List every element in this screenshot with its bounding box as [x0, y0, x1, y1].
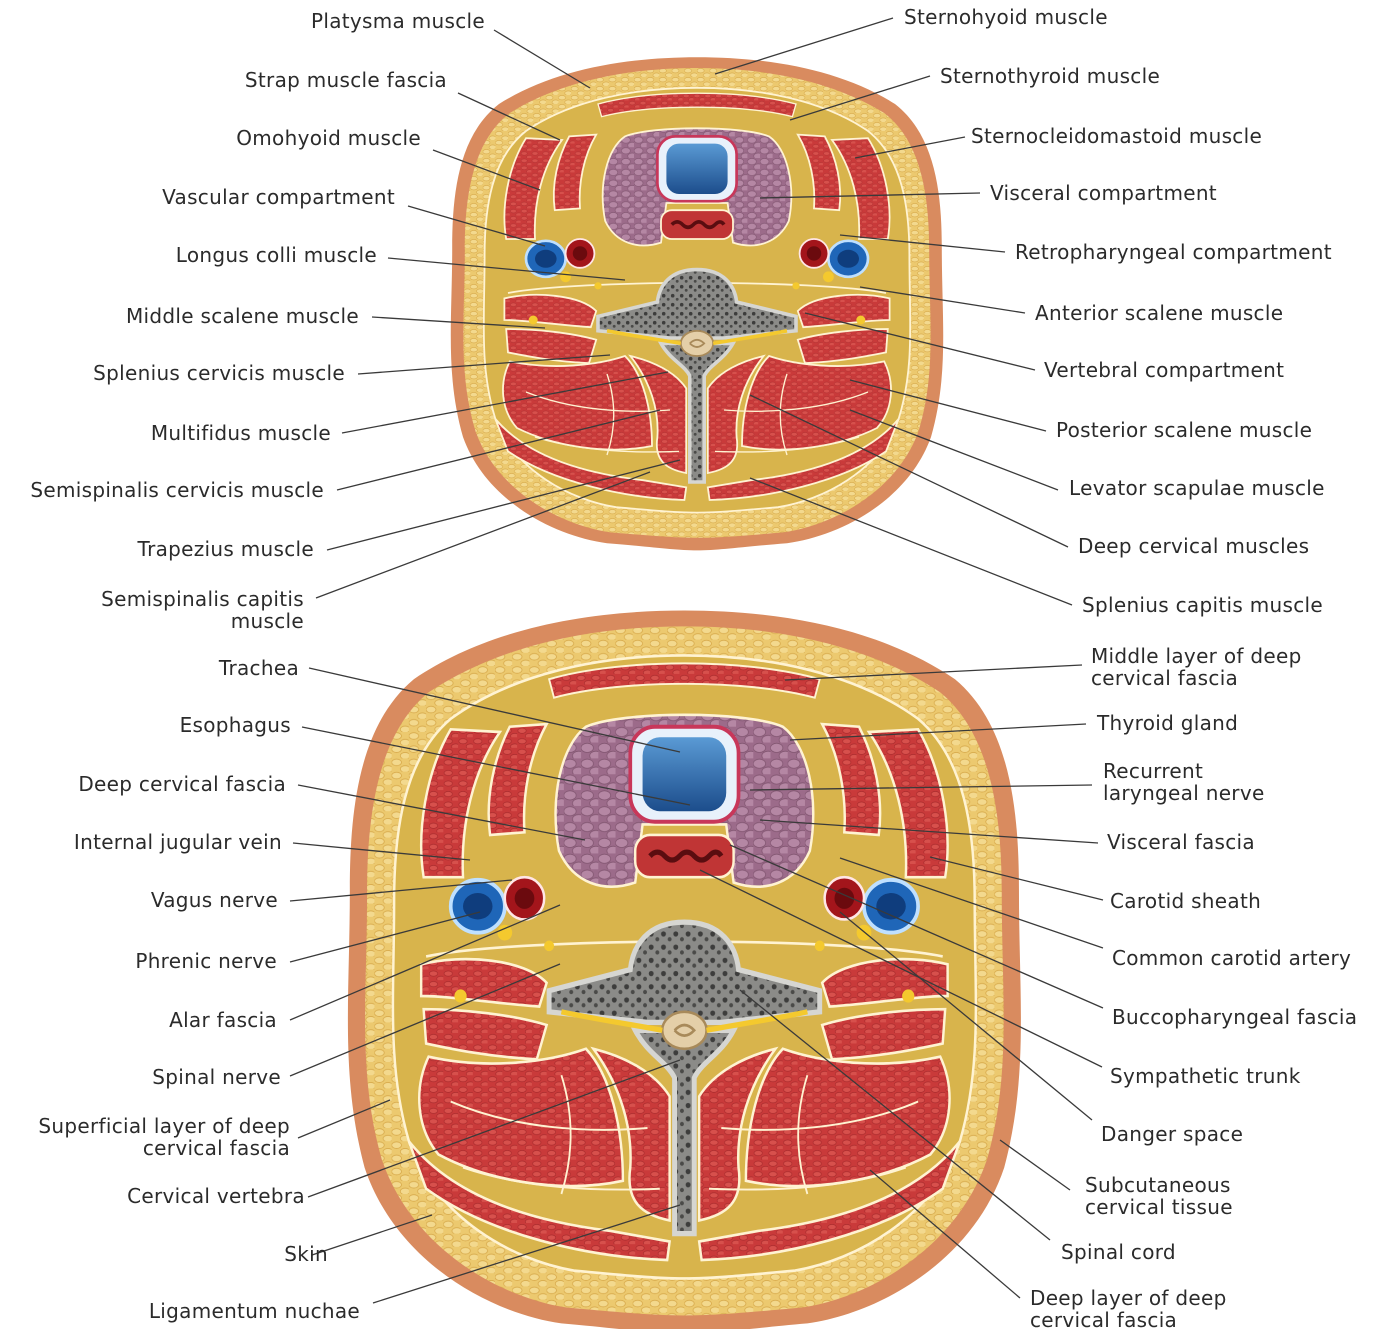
label-sternothyroid: Sternothyroid muscle: [940, 65, 1160, 87]
label-subcutaneous-line1: Subcutaneous: [1085, 1174, 1233, 1196]
label-vascular-compartment: Vascular compartment: [162, 186, 395, 208]
label-recurrent-laryngeal: Recurrent laryngeal nerve: [1103, 760, 1265, 804]
label-trachea: Trachea: [219, 657, 299, 679]
label-semispinalis-capitis: Semispinalis capitis muscle: [101, 588, 304, 632]
label-spinal-nerve: Spinal nerve: [152, 1066, 281, 1088]
label-vagus: Vagus nerve: [151, 889, 278, 911]
label-carotid-sheath: Carotid sheath: [1110, 890, 1261, 912]
label-superficial-layer-line2: cervical fascia: [38, 1137, 290, 1159]
label-superficial-layer-line1: Superficial layer of deep: [38, 1115, 290, 1137]
label-vertebral-compartment: Vertebral compartment: [1044, 359, 1284, 381]
label-multifidus: Multifidus muscle: [151, 422, 331, 444]
label-subcutaneous: Subcutaneous cervical tissue: [1085, 1174, 1233, 1218]
label-buccopharyngeal: Buccopharyngeal fascia: [1112, 1006, 1357, 1028]
label-recurrent-laryngeal-line1: Recurrent: [1103, 760, 1265, 782]
leader-line: [494, 30, 590, 88]
label-retropharyngeal: Retropharyngeal compartment: [1015, 241, 1332, 263]
label-middle-layer: Middle layer of deep cervical fascia: [1091, 645, 1302, 689]
label-superficial-layer: Superficial layer of deep cervical fasci…: [38, 1115, 290, 1159]
label-internal-jugular: Internal jugular vein: [74, 831, 282, 853]
label-alar-fascia: Alar fascia: [169, 1009, 277, 1031]
label-semispinalis-cervicis: Semispinalis cervicis muscle: [30, 479, 324, 501]
label-posterior-scalene: Posterior scalene muscle: [1056, 419, 1312, 441]
label-middle-scalene: Middle scalene muscle: [126, 305, 359, 327]
label-levator-scapulae: Levator scapulae muscle: [1069, 477, 1325, 499]
label-sternocleidomastoid: Sternocleidomastoid muscle: [971, 125, 1262, 147]
label-middle-layer-line1: Middle layer of deep: [1091, 645, 1302, 667]
label-anterior-scalene: Anterior scalene muscle: [1035, 302, 1283, 324]
label-semispinalis-capitis-line1: Semispinalis capitis: [101, 588, 304, 610]
label-omohyoid: Omohyoid muscle: [236, 127, 421, 149]
label-strap-fascia: Strap muscle fascia: [245, 69, 447, 91]
label-sympathetic-trunk: Sympathetic trunk: [1110, 1065, 1301, 1087]
label-cervical-vertebra: Cervical vertebra: [127, 1185, 305, 1207]
label-esophagus: Esophagus: [180, 714, 291, 736]
label-deep-layer-line2: cervical fascia: [1030, 1309, 1227, 1331]
label-splenius-cervicis: Splenius cervicis muscle: [93, 362, 345, 384]
label-visceral-compartment: Visceral compartment: [990, 182, 1217, 204]
label-sternohyoid: Sternohyoid muscle: [904, 6, 1108, 28]
label-common-carotid: Common carotid artery: [1112, 947, 1351, 969]
label-spinal-cord: Spinal cord: [1061, 1241, 1176, 1263]
upper-cross-section: [451, 57, 943, 550]
label-longus-colli: Longus colli muscle: [176, 244, 377, 266]
leader-line: [750, 478, 1072, 605]
label-skin: Skin: [284, 1243, 328, 1265]
label-deep-cervical-muscles: Deep cervical muscles: [1078, 535, 1309, 557]
label-visceral-fascia: Visceral fascia: [1107, 831, 1255, 853]
label-deep-layer: Deep layer of deep cervical fascia: [1030, 1287, 1227, 1331]
leader-line: [1000, 1140, 1070, 1190]
leader-line: [715, 18, 893, 74]
label-semispinalis-capitis-line2: muscle: [101, 610, 304, 632]
label-deep-layer-line1: Deep layer of deep: [1030, 1287, 1227, 1309]
label-thyroid: Thyroid gland: [1097, 712, 1238, 734]
label-deep-cervical-fascia: Deep cervical fascia: [78, 773, 286, 795]
label-platysma: Platysma muscle: [311, 10, 485, 32]
label-middle-layer-line2: cervical fascia: [1091, 667, 1302, 689]
lower-cross-section: [348, 611, 1021, 1329]
label-danger-space: Danger space: [1101, 1123, 1243, 1145]
label-ligamentum-nuchae: Ligamentum nuchae: [149, 1300, 360, 1322]
label-splenius-capitis: Splenius capitis muscle: [1082, 594, 1323, 616]
label-subcutaneous-line2: cervical tissue: [1085, 1196, 1233, 1218]
label-trapezius: Trapezius muscle: [138, 538, 315, 560]
label-phrenic: Phrenic nerve: [135, 950, 277, 972]
label-recurrent-laryngeal-line2: laryngeal nerve: [1103, 782, 1265, 804]
